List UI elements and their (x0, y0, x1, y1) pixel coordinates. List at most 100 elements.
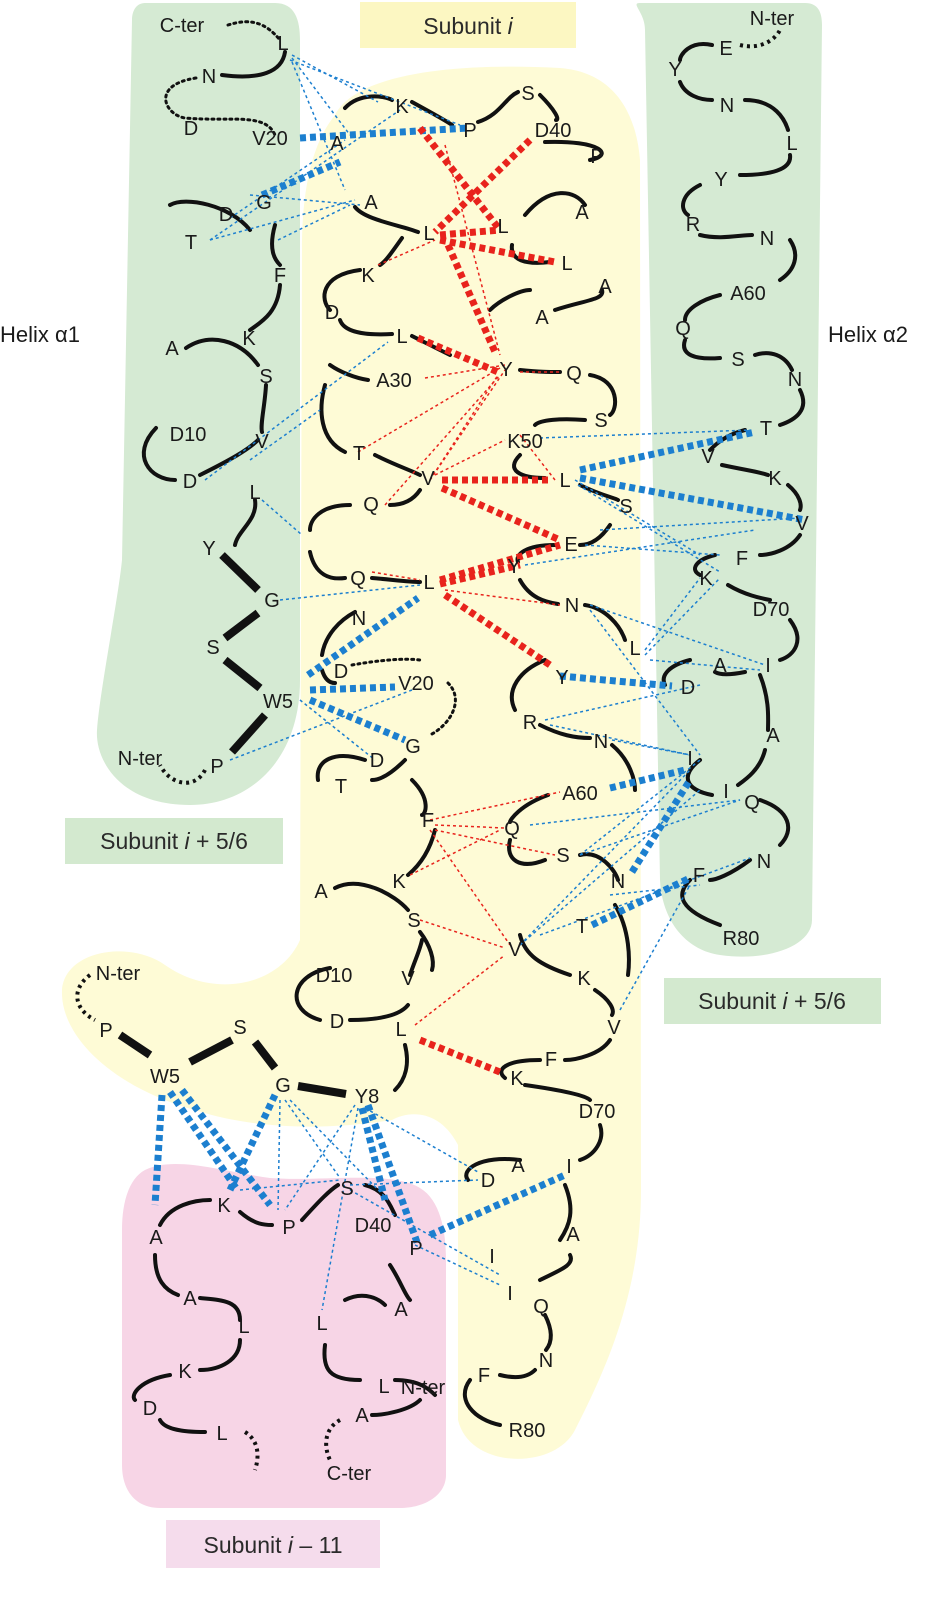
residue-label: D (481, 1170, 495, 1192)
residue-label: T (185, 232, 197, 254)
residue-label: L (396, 326, 407, 348)
caption-subunit-i56-right: Subunit i + 5/6 (698, 988, 846, 1014)
residue-label: S (619, 496, 632, 518)
residue-label: F (736, 548, 748, 570)
residue-label: D (143, 1398, 157, 1420)
residue-label: L (238, 1316, 249, 1338)
residue-label: E (719, 38, 732, 60)
residue-label: D10 (170, 424, 207, 446)
residue-label: T (353, 443, 365, 465)
caption-box-subunit-i (360, 2, 576, 48)
residue-label: A (598, 276, 612, 298)
residue-label: N (757, 851, 771, 873)
subunit-i-chain (294, 90, 637, 1427)
residue-label: N-ter (118, 748, 163, 770)
residue-label: S (407, 910, 420, 932)
residue-label: T (335, 776, 347, 798)
residue-label: L (249, 482, 260, 504)
residue-label: D (183, 471, 197, 493)
residue-label: D (370, 750, 384, 772)
residue-label: A (575, 202, 589, 224)
residue-label: K (361, 265, 375, 287)
residue-label: F (274, 265, 286, 287)
residue-label: K (217, 1195, 231, 1217)
blue-contacts (151, 54, 806, 1311)
caption-subunit-i: Subunit i (423, 13, 513, 39)
residue-label: Y (499, 359, 512, 381)
residue-label: A (364, 192, 378, 214)
residue-label: F (545, 1049, 557, 1071)
captions: Subunit i Subunit i + 5/6 Subunit i + 5/… (0, 13, 908, 1558)
residue-label: N (760, 228, 774, 250)
region-helix-a2 (636, 3, 822, 957)
residue-label: D40 (355, 1215, 392, 1237)
residue-label: K (242, 328, 256, 350)
caption-helix-a1: Helix α1 (0, 322, 80, 347)
residue-label: S (340, 1178, 353, 1200)
residue-label: V (701, 446, 715, 468)
residue-label: T (760, 418, 772, 440)
n-terminal-residues: N-ter P S W5 G Y8 (96, 963, 379, 1108)
residue-label: E (564, 534, 577, 556)
residue-label: K (510, 1068, 524, 1090)
residue-label: A60 (562, 783, 598, 805)
residue-label: L (629, 638, 640, 660)
residue-label: N (594, 731, 608, 753)
residue-label: F (693, 865, 705, 887)
residue-label: A (394, 1299, 408, 1321)
caption-subunit-i56-top: Subunit i + 5/6 (100, 828, 248, 854)
residue-label: S (556, 845, 569, 867)
residue-label: T (576, 916, 588, 938)
residue-label: L (277, 33, 288, 55)
residue-label: D10 (316, 965, 353, 987)
subunit-i-11-chain (131, 1183, 437, 1471)
residue-label: R80 (723, 928, 760, 950)
residue-label: Q (533, 1296, 549, 1318)
subunit-i-11-residues: K A P S D40 P A L L A K L D L A N-ter C-… (143, 1178, 446, 1485)
residue-label: L (378, 1376, 389, 1398)
residue-label: L (316, 1313, 327, 1335)
residue-label: K (699, 568, 713, 590)
residue-label: K (392, 871, 406, 893)
residue-label: Y (668, 59, 681, 81)
residue-label: A (713, 655, 727, 677)
residue-label: A (511, 1155, 525, 1177)
residue-label: S (259, 366, 272, 388)
residue-label: K (768, 468, 782, 490)
residue-label: I (723, 781, 729, 803)
residue-label: S (206, 637, 219, 659)
residue-label: R (686, 214, 700, 236)
residue-label: R80 (509, 1420, 546, 1442)
residue-label: I (765, 655, 771, 677)
residue-label: D (219, 204, 233, 226)
residue-label: P (282, 1217, 295, 1239)
residue-label: Q (566, 363, 582, 385)
residue-label: A (535, 307, 549, 329)
residue-label: D (334, 661, 348, 683)
residue-label: A (165, 338, 179, 360)
residue-label: Y (555, 667, 568, 689)
residue-label: N (788, 369, 802, 391)
residue-label: Q (504, 818, 520, 840)
caption-box-subunit-i56-right (664, 978, 881, 1024)
region-helix-a1 (96, 3, 300, 805)
residue-label: V (508, 939, 522, 961)
helix-a1-residues: C-ter L N D V20 A G D T F A K S D10 V D … (118, 15, 345, 778)
residue-label: N-ter (96, 963, 141, 985)
residue-label: N (720, 95, 734, 117)
residue-label: G (256, 192, 272, 214)
residue-label: K (577, 968, 591, 990)
residue-label: D70 (753, 599, 790, 621)
residue-label: Y (507, 556, 520, 578)
residue-label: Y (714, 169, 727, 191)
residue-label: Y8 (355, 1086, 379, 1108)
residue-label: N (202, 66, 216, 88)
region-subunit-i (61, 66, 641, 1459)
residue-label: P (99, 1020, 112, 1042)
residue-label: L (786, 133, 797, 155)
residue-label: P (463, 120, 476, 142)
residue-label: G (264, 590, 280, 612)
helix-a1-chain (141, 20, 287, 785)
residue-label: F (422, 810, 434, 832)
residue-label: G (275, 1075, 291, 1097)
